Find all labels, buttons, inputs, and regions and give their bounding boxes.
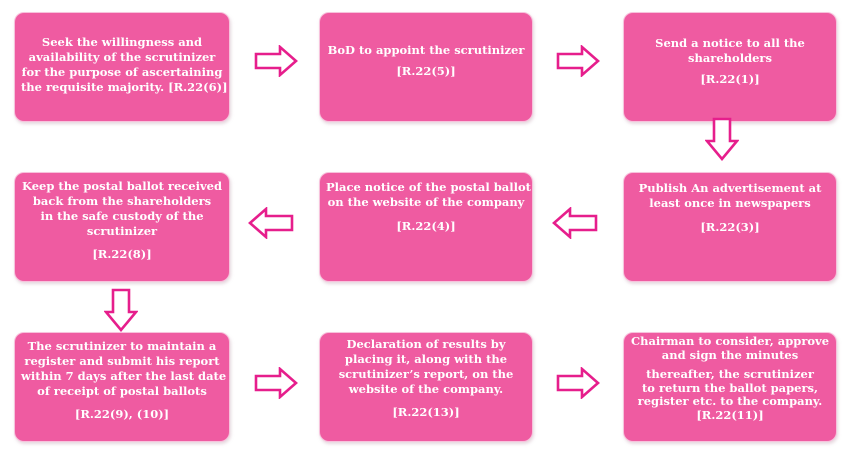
step-declaration-of-results: Declaration of results by placing it, al… xyxy=(319,332,533,442)
step-text-line: scrutinizer’s report, on the xyxy=(338,367,514,381)
right-arrow-icon xyxy=(556,45,600,77)
left-arrow-icon xyxy=(248,207,294,239)
step-seek-scrutinizer: Seek the willingness and availability of… xyxy=(14,12,230,122)
step-text-line: Send a notice to all the xyxy=(655,36,805,50)
rule-reference: [R.22(9), (10)] xyxy=(74,407,170,421)
step-text-line: thereafter, the scrutinizer xyxy=(646,367,814,381)
down-arrow-icon xyxy=(104,288,138,332)
rule-reference: [R.22(1)] xyxy=(700,72,760,86)
step-text-line: placing it, along with the xyxy=(344,352,508,366)
step-text-line: Place notice of the postal ballot xyxy=(326,180,531,194)
step-text-line: website of the company. xyxy=(348,382,504,396)
step-text-line: Keep the postal ballot received xyxy=(21,179,223,193)
step-appoint-scrutinizer: BoD to appoint the scrutinizer [R.22(5)] xyxy=(319,12,533,122)
step-safe-custody: Keep the postal ballot received back fro… xyxy=(14,172,230,282)
step-text-line: BoD to appoint the scrutinizer xyxy=(327,43,525,57)
step-text-line: back from the shareholders xyxy=(32,194,212,208)
rule-reference: [R.22(4)] xyxy=(396,219,456,233)
right-arrow-icon xyxy=(254,367,298,399)
rule-reference: [R.22(11)] xyxy=(696,407,764,422)
step-chairman-minutes: Chairman to consider, approve and sign t… xyxy=(623,332,837,442)
step-text-line: least once in newspapers xyxy=(649,196,811,210)
right-arrow-icon xyxy=(556,367,600,399)
step-text-line: shareholders xyxy=(688,51,772,65)
rule-reference: [R.22(13)] xyxy=(392,405,460,419)
step-text-line: Chairman to consider, approve xyxy=(630,334,830,348)
step-text-line: for the purpose of ascertaining xyxy=(21,65,223,79)
step-send-notice: Send a notice to all the shareholders [R… xyxy=(623,12,837,122)
step-text-line: Seek the willingness and xyxy=(41,35,203,49)
step-text-line: the requisite majority. [R.22(6)] xyxy=(21,80,228,94)
rule-reference: [R.22(3)] xyxy=(700,220,760,234)
step-scrutinizer-report: The scrutinizer to maintain a register a… xyxy=(14,332,230,442)
step-text-line: Declaration of results by xyxy=(346,337,506,351)
rule-reference: [R.22(5)] xyxy=(396,64,456,78)
step-text-line: register and submit his report xyxy=(24,354,220,368)
step-text-line: to return the ballot papers, xyxy=(641,380,819,395)
step-text-line: register etc. to the company. xyxy=(637,394,823,408)
left-arrow-icon xyxy=(552,207,598,239)
step-website-notice: Place notice of the postal ballot on the… xyxy=(319,172,533,282)
down-arrow-icon xyxy=(705,117,739,161)
step-text-line: availability of the scrutinizer xyxy=(28,50,216,64)
rule-reference: [R.22(8)] xyxy=(92,247,152,261)
step-advertisement: Publish An advertisement at least once i… xyxy=(623,172,837,282)
right-arrow-icon xyxy=(254,45,298,77)
step-text-line: of receipt of postal ballots xyxy=(37,384,207,398)
step-text-line: Publish An advertisement at xyxy=(638,181,822,195)
step-text-line: on the website of the company xyxy=(327,195,525,209)
step-text-line: in the safe custody of the xyxy=(40,209,204,223)
step-text-line: within 7 days after the last date xyxy=(21,369,227,383)
step-text-line: and sign the minutes xyxy=(661,347,799,362)
step-text-line: The scrutinizer to maintain a xyxy=(27,339,217,353)
step-text-line: scrutinizer xyxy=(86,224,158,238)
